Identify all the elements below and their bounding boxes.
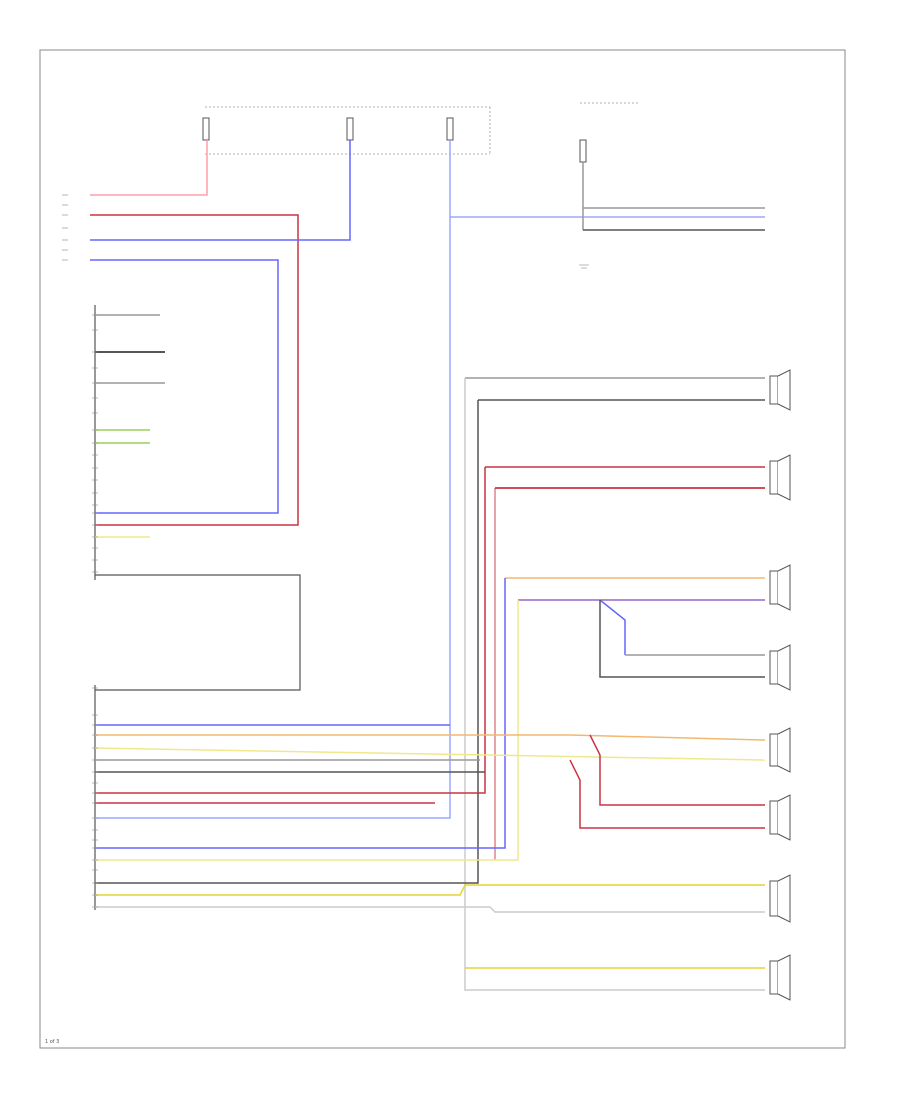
wire-rr-speaker-neg (94, 747, 766, 761)
left-door-speaker-body (769, 880, 779, 917)
right-rear-speaker-body (769, 733, 779, 767)
connector-pins (62, 194, 98, 908)
left-tweeter-body (769, 650, 779, 685)
left-door-speaker (769, 874, 791, 923)
wire-rr-sub-pos (589, 734, 765, 806)
left-tweeter-cone (777, 644, 791, 691)
right-subwoofer-cone (777, 794, 791, 841)
left-tweeter (769, 644, 791, 691)
right-subwoofer (769, 794, 791, 841)
wire-rf-speaker-pos-ret (95, 467, 486, 794)
left-rear-speaker-body (769, 570, 779, 605)
right-door-speaker-cone (777, 954, 791, 1001)
fuse-3 (446, 117, 454, 141)
right-subwoofer-body (769, 800, 779, 835)
wire-tweeter-ret (599, 600, 765, 678)
left-front-speaker-cone (777, 369, 791, 411)
right-front-speaker (769, 454, 791, 501)
left-front-speaker-body (769, 375, 779, 405)
fuse-1 (202, 117, 210, 141)
left-door-speaker-cone (777, 874, 791, 923)
wire-harness (90, 140, 766, 991)
wire-ignition-feed (95, 140, 451, 819)
right-front-speaker-cone (777, 454, 791, 501)
speaker-group (769, 369, 791, 1001)
splice-ground (579, 139, 587, 163)
footer-code: 1 of 3 (45, 1039, 59, 1045)
wire-rr-sub-neg (569, 759, 765, 829)
wire-rf-speaker-neg-ret (95, 488, 496, 861)
wire-lf-speaker-neg-ret (95, 400, 479, 884)
wire-lf-speaker-ret (464, 378, 765, 991)
right-rear-speaker-cone (777, 727, 791, 773)
wire-illumination-2 (90, 259, 279, 514)
wire-lr-speaker-neg-ret (95, 600, 519, 861)
right-rear-speaker (769, 727, 791, 773)
wire-tweeter-feed (599, 599, 626, 655)
wire-lr-door-neg (95, 906, 765, 913)
wire-power-feed-2 (90, 214, 299, 526)
wire-rr-speaker-pos (95, 734, 766, 741)
radio-unit-box (95, 574, 301, 691)
left-rear-speaker-cone (777, 564, 791, 611)
wire-power-feed-1 (90, 140, 208, 196)
wire-lr-speaker-pos-ret (95, 578, 506, 849)
left-front-speaker (769, 369, 791, 411)
diagram-frame (39, 49, 846, 1049)
wire-illumination (90, 140, 351, 241)
right-door-speaker (769, 954, 791, 1001)
right-door-speaker-body (769, 960, 779, 995)
fuse-2 (346, 117, 354, 141)
wire-lr-door-pos (95, 884, 765, 896)
left-rear-speaker (769, 564, 791, 611)
right-front-speaker-body (769, 460, 779, 495)
